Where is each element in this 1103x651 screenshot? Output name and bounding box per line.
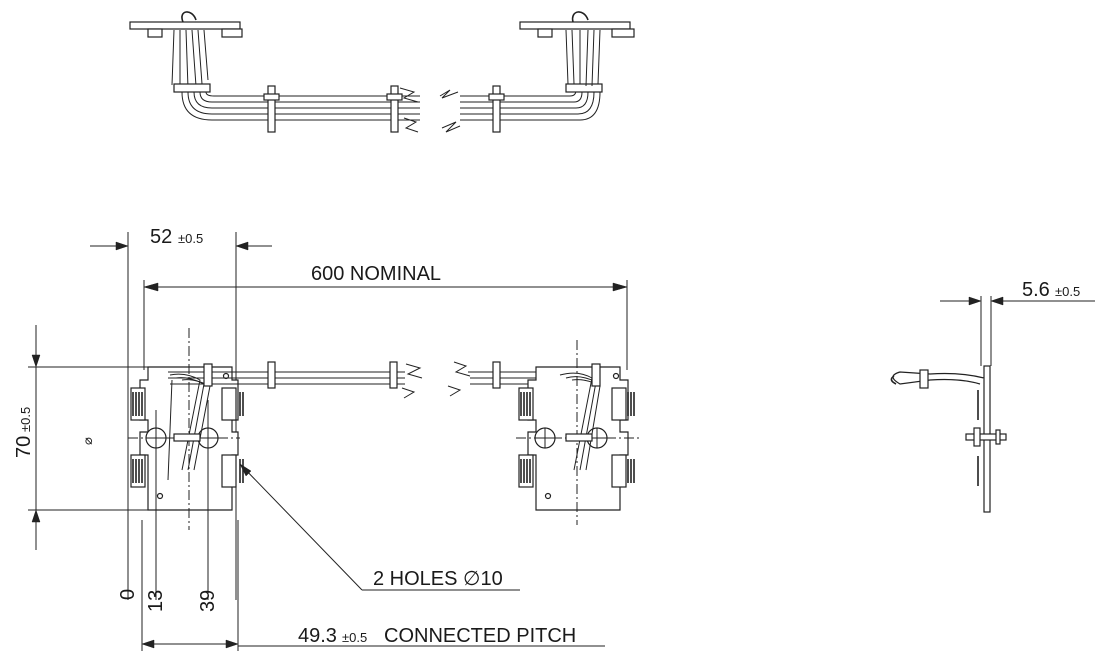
ordinate-39: 39 [197, 590, 219, 612]
dim-height-value: 70 [13, 436, 35, 458]
pitch-tolerance: ±0.5 [342, 630, 367, 645]
holes-callout: 2 HOLES ∅10 [239, 463, 520, 591]
front-view: 52 ±0.5 600 NOMINAL 70 ±0.5 ⌀ [13, 226, 640, 651]
dim-width: 52 ±0.5 [90, 226, 272, 600]
dim-length-value: 600 NOMINAL [311, 263, 441, 285]
dim-height-tolerance: ±0.5 [18, 407, 33, 432]
top-view-right-bracket [439, 11, 635, 133]
dim-height: 70 ±0.5 [13, 325, 148, 550]
dim-thickness-value: 5.6 [1022, 279, 1050, 301]
pitch-value: 49.3 [298, 625, 337, 647]
holes-callout-text: 2 HOLES ∅10 [373, 568, 503, 590]
dim-thickness-tolerance: ±0.5 [1055, 284, 1080, 299]
front-left-bracket [128, 328, 423, 600]
ordinate-13: 13 [145, 590, 167, 612]
side-view: 5.6 ±0.5 [890, 279, 1095, 513]
pitch-suffix: CONNECTED PITCH [384, 625, 576, 647]
dim-width-tolerance: ±0.5 [178, 231, 203, 246]
front-right-bracket [447, 340, 640, 525]
small-mark: ⌀ [80, 437, 95, 445]
top-view [129, 11, 635, 133]
ordinate-labels: 0 13 39 [117, 589, 219, 612]
dim-length: 600 NOMINAL [143, 263, 628, 370]
dim-width-value: 52 [150, 226, 172, 248]
ordinate-0: 0 [117, 589, 139, 600]
top-view-left-bracket [129, 11, 420, 133]
dim-pitch: 49.3 ±0.5 CONNECTED PITCH [141, 520, 605, 651]
